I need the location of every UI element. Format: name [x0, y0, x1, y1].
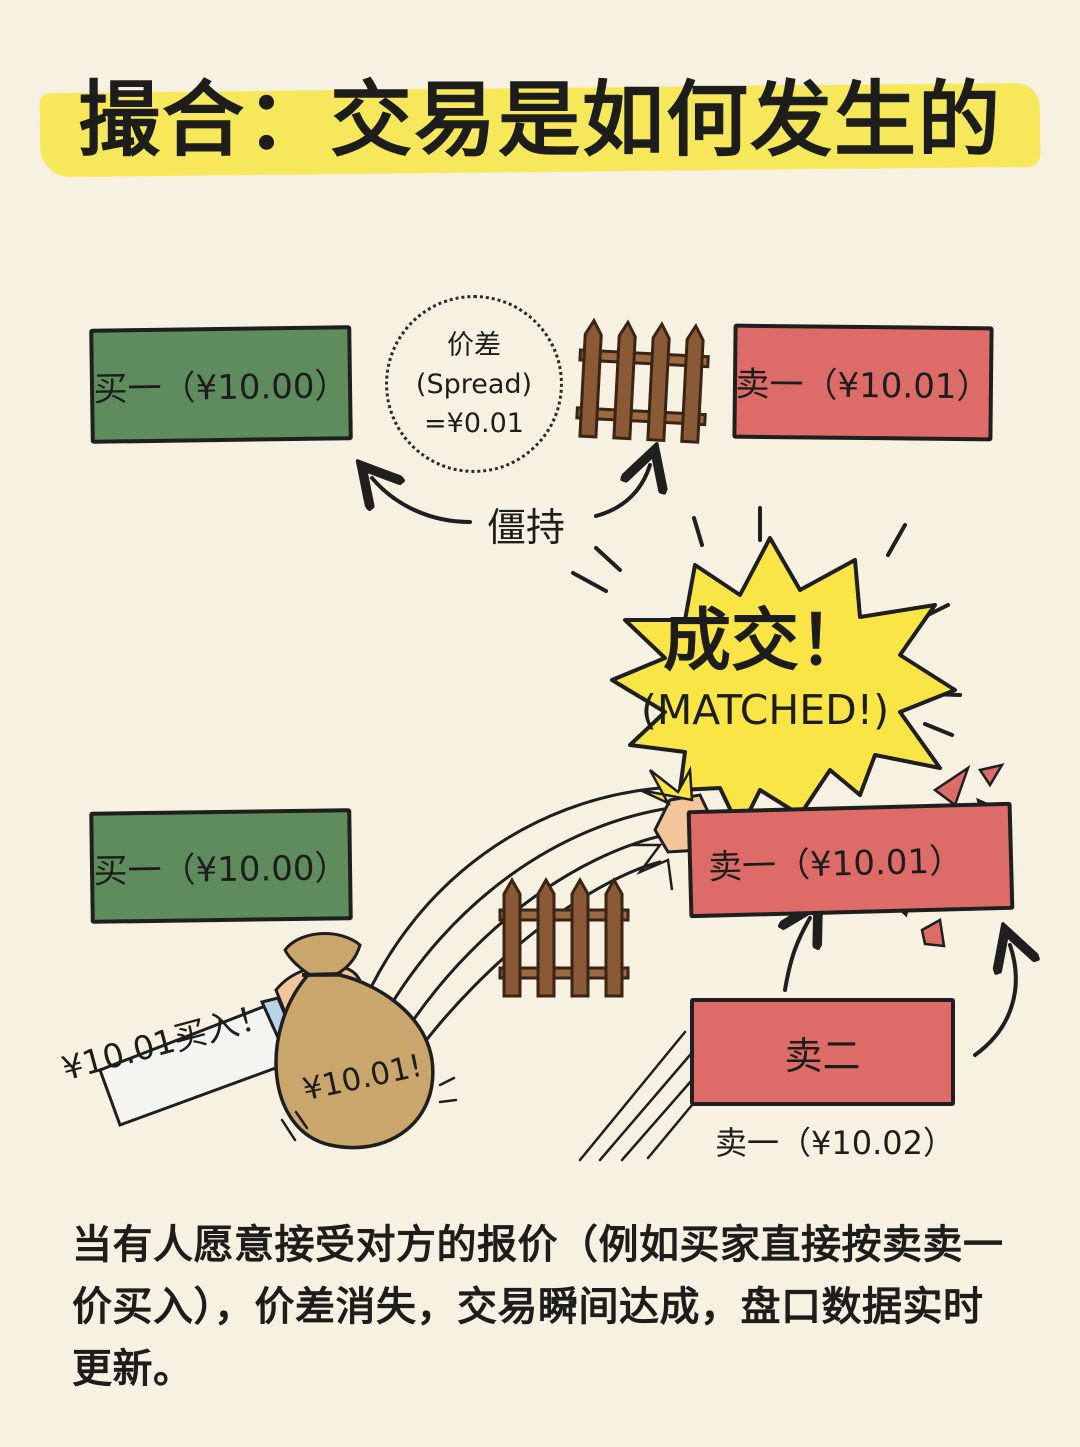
- arrow-icon: [973, 945, 1016, 1057]
- title-block: 撮合：交易是如何发生的: [39, 62, 1041, 180]
- fence-icon: [574, 318, 712, 445]
- ask-box-broken: 卖一（¥10.01）: [686, 801, 1015, 919]
- bid-box-bottom-label: 买一（¥10.00）: [93, 847, 349, 892]
- ask2-box: 卖二: [690, 998, 955, 1106]
- bid-box-top: 买一（¥10.00）: [89, 325, 353, 444]
- starburst-icon: [610, 536, 957, 832]
- bid-box-top-label: 买一（¥10.00）: [93, 366, 349, 410]
- speed-lines: [578, 1030, 694, 1162]
- ask-box-top-label: 卖一（¥10.01）: [735, 364, 991, 408]
- ask-box-broken-label: 卖一（¥10.01）: [707, 840, 964, 888]
- page-title: 撮合：交易是如何发生的: [77, 73, 1002, 168]
- arrow-icon: [372, 478, 472, 524]
- ask2-sub-label: 卖一（¥10.02）: [715, 1124, 955, 1162]
- spread-bubble: 价差 (Spread) =¥0.01: [385, 295, 563, 473]
- spread-line-3: =¥0.01: [424, 407, 524, 439]
- money-bag-icon: [274, 932, 458, 1150]
- bid-box-bottom: 买一（¥10.00）: [89, 808, 353, 924]
- spread-line-2: (Spread): [415, 368, 533, 400]
- arrow-icon: [785, 918, 810, 992]
- fence-icon: [498, 878, 630, 998]
- matched-sub: (MATCHED!): [640, 686, 890, 734]
- ask-box-top: 卖一（¥10.01）: [732, 323, 994, 442]
- matched-main: 成交！: [662, 602, 867, 681]
- ask2-box-label: 卖二: [784, 1033, 861, 1078]
- motion-lines: [363, 786, 672, 1057]
- arrow-icon: [594, 465, 650, 518]
- matched-label: 成交！ (MATCHED!): [620, 600, 910, 736]
- caption-text: 当有人愿意接受对方的报价（例如买家直接按卖卖一价买入），价差消失，交易瞬间达成，…: [72, 1222, 1004, 1392]
- spread-line-1: 价差: [447, 329, 501, 361]
- stalemate-label: 僵持: [487, 506, 566, 551]
